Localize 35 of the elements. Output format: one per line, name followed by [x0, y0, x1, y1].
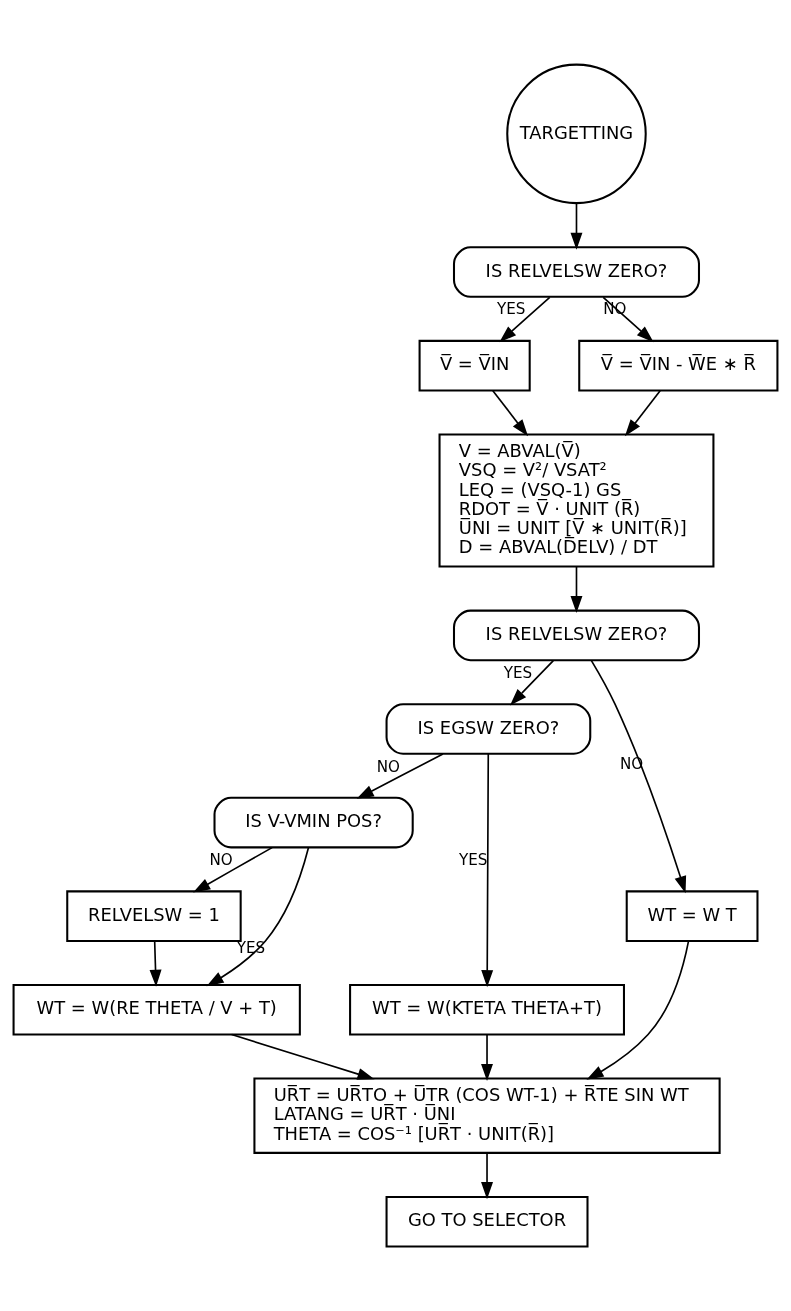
- arrow: [624, 389, 661, 437]
- arrow: [590, 659, 687, 894]
- arrow: [206, 846, 310, 987]
- node-box: GO TO SELECTOR: [385, 1195, 589, 1248]
- arrow: [149, 940, 162, 987]
- node-box: UR̅T = UR̅TO + U̅TR (COS WT-1) + R̅TE SIN WT LATANG = UR̅T · U̅NI THETA = COS⁻¹ [UR̅T · UNIT(R̅)]: [253, 1077, 721, 1154]
- node-box: RELVELSW = 1: [66, 890, 242, 942]
- arrow: [356, 753, 444, 799]
- node-box: IS V-VMIN POS?: [213, 796, 414, 849]
- arrow: [492, 389, 529, 437]
- arrow: [586, 940, 690, 1080]
- edge-label: YES: [497, 300, 526, 319]
- node-box: V̅ = V̅IN: [418, 339, 531, 392]
- node-box: IS EGSW ZERO?: [385, 703, 592, 755]
- node-box: V = ABVAL(V̅) VSQ = V²/ VSAT² LEQ = (VSQ-1) GS RDOT = V̅ · UNIT (R̅) U̅NI = UNIT [V̅ ∗ UNIT(R̅)] D = ABVAL(D̅ELV) / DT: [438, 433, 715, 568]
- node-box: WT = W(RE THETA / V + T): [12, 983, 301, 1036]
- arrow: [570, 566, 583, 614]
- edge-label: YES: [459, 850, 488, 869]
- arrow: [481, 1152, 493, 1200]
- arrow: [481, 1033, 493, 1081]
- edge-label: NO: [209, 851, 233, 870]
- node-box: IS RELVELSW ZERO?: [452, 246, 700, 298]
- arrow: [509, 659, 555, 706]
- node-box: WT = W(KTETA THETA+T): [349, 983, 625, 1036]
- arrow: [193, 846, 273, 893]
- node-box: V̅ = V̅IN - W̅E ∗ R̅: [578, 339, 779, 392]
- edge-label: NO: [376, 757, 401, 776]
- arrow: [570, 202, 583, 250]
- arrow: [499, 296, 551, 343]
- node-circle: TARGETTING: [506, 63, 647, 205]
- arrow: [230, 1033, 375, 1080]
- node-box: IS RELVELSW ZERO?: [452, 609, 700, 662]
- node-box: WT = W T: [625, 890, 759, 942]
- edge-label: YES: [503, 663, 533, 682]
- arrow: [481, 753, 494, 988]
